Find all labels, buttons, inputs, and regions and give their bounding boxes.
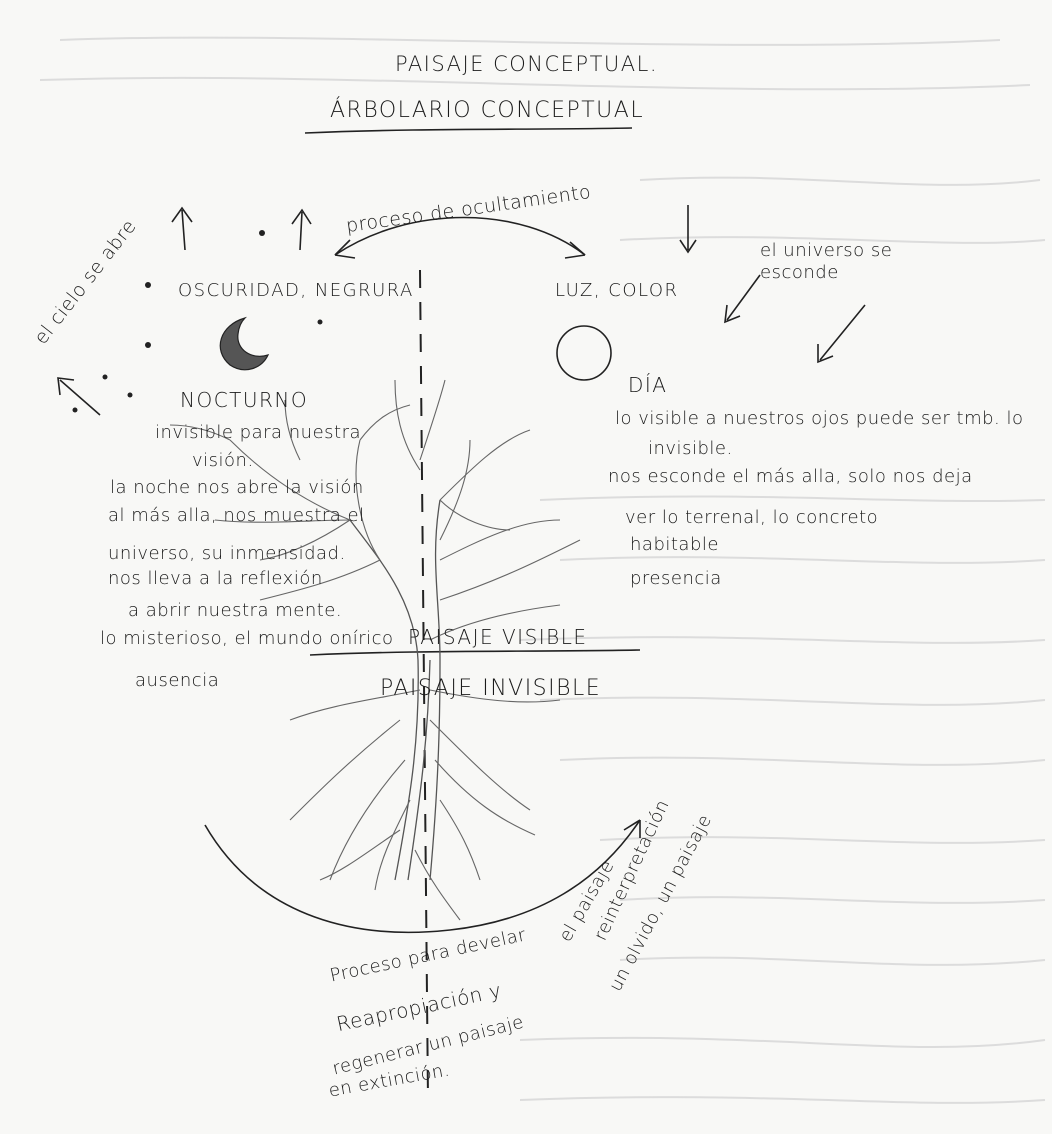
night-line-2: visión. (192, 450, 254, 471)
visible-landscape-label: PAISAJE VISIBLE (408, 625, 588, 649)
night-line-1: invisible para nuestra (155, 422, 361, 443)
night-header: OSCURIDAD, NEGRURA (178, 280, 414, 301)
page-subtitle: ÁRBOLARIO CONCEPTUAL (330, 98, 644, 123)
moon (220, 318, 268, 370)
page-title: PAISAJE CONCEPTUAL. (395, 52, 658, 76)
night-line-6: nos lleva a la reflexión (108, 568, 323, 589)
day-line-1: lo visible a nuestros ojos puede ser tmb… (615, 408, 1024, 429)
universe-hides-label: el universo se esconde (760, 240, 892, 284)
night-line-8: lo misterioso, el mundo onírico (100, 628, 394, 649)
night-line-5: universo, su inmensidad. (108, 543, 346, 564)
night-line-4: al más alla, nos muestra el (108, 505, 365, 526)
day-line-5: habitable (630, 534, 719, 555)
night-arrows (58, 208, 311, 415)
invisible-landscape-label: PAISAJE INVISIBLE (380, 676, 601, 701)
sun (557, 326, 611, 380)
title-underline (305, 128, 632, 133)
day-title: DÍA (628, 373, 667, 397)
night-line-7: a abrir nuestra mente. (128, 600, 342, 621)
night-title: NOCTURNO (180, 388, 308, 412)
day-line-2: invisible. (648, 438, 733, 459)
night-line-3: la noche nos abre la visión (110, 477, 364, 498)
night-footer: ausencia (135, 670, 219, 691)
day-line-6: presencia (630, 568, 722, 589)
day-header: LUZ, COLOR (555, 280, 679, 301)
day-line-3: nos esconde el más alla, solo nos deja (608, 466, 973, 487)
day-line-4: ver lo terrenal, lo concreto (625, 507, 878, 528)
horizon-line (310, 650, 640, 655)
